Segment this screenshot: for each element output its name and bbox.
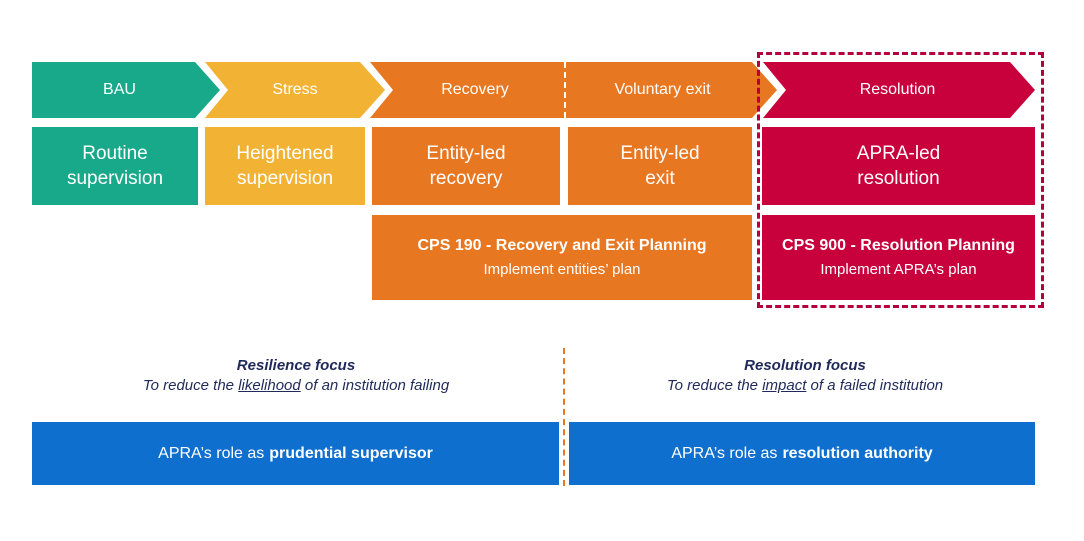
resilience-focus: Resilience focus To reduce the likelihoo… bbox=[32, 356, 560, 396]
supervision-line: supervision bbox=[66, 168, 164, 189]
supervision-line: Entity-led bbox=[426, 143, 506, 164]
plan-title: CPS 190 - Recovery and Exit Planning bbox=[417, 236, 707, 254]
focus-heading: Resolution focus bbox=[744, 357, 866, 374]
role-prefix: APRA’s role as bbox=[158, 444, 265, 462]
resolution-focus: Resolution focus To reduce the impact of… bbox=[570, 356, 1040, 396]
focus-text: To reduce the bbox=[142, 377, 239, 394]
plan-box-resolution: CPS 900 - Resolution Planning Implement … bbox=[762, 215, 1035, 300]
plan-subtitle: Implement entities’ plan bbox=[483, 260, 641, 278]
resolution-highlight-border bbox=[757, 52, 1044, 308]
focus-text: To reduce the bbox=[666, 377, 763, 394]
focus-text: of an institution failing bbox=[300, 377, 450, 394]
focus-heading: Resilience focus bbox=[236, 357, 356, 374]
stage-arrow-stress bbox=[205, 62, 385, 118]
role-name: resolution authority bbox=[782, 444, 933, 462]
stage-arrow-recovery-exit bbox=[370, 62, 777, 118]
plan-subtitle: Implement APRA’s plan bbox=[820, 260, 977, 278]
supervision-line: supervision bbox=[236, 168, 334, 189]
focus-divider bbox=[563, 348, 565, 486]
stage-label-stress: Stress bbox=[272, 81, 318, 98]
supervision-box-entity-exit: Entity-led exit bbox=[568, 127, 752, 205]
focus-description: To reduce the impact of a failed institu… bbox=[570, 376, 1040, 396]
supervision-line: Routine bbox=[82, 143, 148, 164]
stage-label-bau: BAU bbox=[103, 81, 136, 98]
focus-text: of a failed institution bbox=[806, 377, 944, 394]
plan-title: CPS 900 - Resolution Planning bbox=[782, 236, 1015, 254]
stage-label-recovery: Recovery bbox=[441, 81, 509, 98]
focus-description: To reduce the likelihood of an instituti… bbox=[32, 376, 560, 396]
stage-label-voluntary-exit: Voluntary exit bbox=[614, 81, 711, 98]
supervision-line: Heightened bbox=[236, 143, 334, 164]
supervision-line: APRA-led bbox=[856, 143, 941, 164]
supervision-line: exit bbox=[645, 168, 675, 189]
supervision-box-entity-recovery: Entity-led recovery bbox=[372, 127, 560, 205]
supervision-box-apra-resolution: APRA-led resolution bbox=[762, 127, 1035, 205]
supervision-line: Entity-led bbox=[620, 143, 700, 164]
supervision-box-routine: Routine supervision bbox=[32, 127, 198, 205]
focus-emphasis: impact bbox=[762, 377, 807, 394]
plan-box-recovery-exit: CPS 190 - Recovery and Exit Planning Imp… bbox=[372, 215, 752, 300]
supervision-line: resolution bbox=[857, 168, 940, 189]
supervision-box-heightened: Heightened supervision bbox=[205, 127, 365, 205]
stage-arrow-bau bbox=[32, 62, 220, 118]
focus-emphasis: likelihood bbox=[238, 377, 301, 394]
role-prefix: APRA’s role as bbox=[671, 444, 778, 462]
stage-arrow-resolution bbox=[763, 62, 1035, 118]
stage-arrows bbox=[32, 62, 1035, 118]
supervision-line: recovery bbox=[429, 168, 503, 189]
role-name: prudential supervisor bbox=[269, 444, 433, 462]
stage-label-resolution: Resolution bbox=[859, 81, 936, 98]
